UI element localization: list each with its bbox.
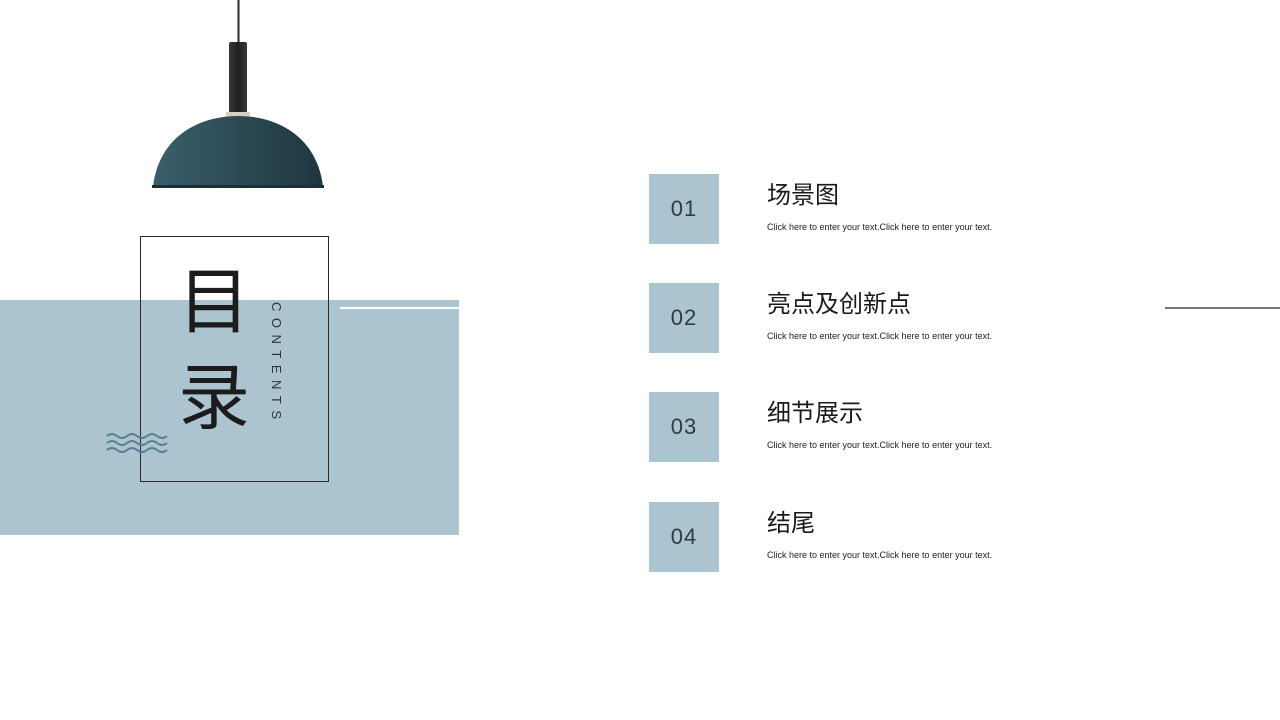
pendant-lamp-illustration: [152, 0, 324, 188]
toc-item[interactable]: 01 场景图 Click here to enter your text.Cli…: [649, 174, 1249, 245]
item-title: 亮点及创新点: [767, 290, 911, 318]
item-title: 场景图: [767, 181, 839, 209]
item-subtitle: Click here to enter your text.Click here…: [767, 331, 993, 341]
page-title-char: 目: [178, 260, 251, 344]
wave-lines-icon: [106, 433, 168, 453]
accent-band: [0, 300, 459, 535]
toc-item[interactable]: 04 结尾 Click here to enter your text.Clic…: [649, 502, 1249, 573]
item-number-badge: 03: [649, 392, 719, 462]
toc-item[interactable]: 02 亮点及创新点 Click here to enter your text.…: [649, 283, 1249, 354]
divider-line: [1165, 307, 1280, 309]
item-title: 细节展示: [767, 399, 863, 427]
item-subtitle: Click here to enter your text.Click here…: [767, 550, 993, 560]
item-title: 结尾: [767, 509, 815, 537]
toc-item[interactable]: 03 细节展示 Click here to enter your text.Cl…: [649, 392, 1249, 463]
item-number-badge: 01: [649, 174, 719, 244]
item-subtitle: Click here to enter your text.Click here…: [767, 222, 993, 232]
title-frame: [140, 236, 329, 482]
item-subtitle: Click here to enter your text.Click here…: [767, 440, 993, 450]
page-title-char: 录: [178, 356, 251, 440]
contents-subtitle: CONTENTS: [269, 302, 284, 426]
divider-line: [340, 307, 459, 309]
item-number-badge: 04: [649, 502, 719, 572]
item-number-badge: 02: [649, 283, 719, 353]
